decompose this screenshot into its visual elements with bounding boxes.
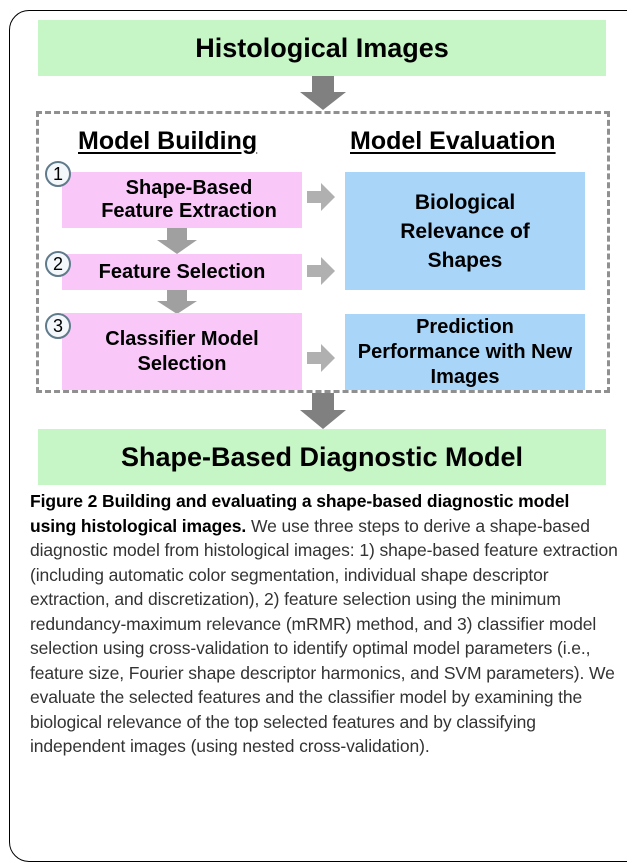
- model-evaluation-heading: Model Evaluation: [350, 127, 556, 155]
- caption-title: Figure 2 Building and evaluating a shape…: [30, 491, 570, 536]
- biological-relevance-box: Biological Relevance of Shapes: [345, 172, 585, 290]
- step-2-box: Feature Selection: [62, 254, 302, 290]
- diagnostic-model-label: Shape-Based Diagnostic Model: [120, 441, 524, 472]
- biological-relevance-label: Biological Relevance of Shapes: [400, 190, 530, 272]
- step-1-number-icon: 1: [45, 161, 71, 187]
- model-building-heading: Model Building: [78, 127, 258, 155]
- step-1-label: Shape-Based Feature Extraction: [101, 177, 277, 222]
- down-arrow-top: [300, 76, 346, 110]
- prediction-performance-box: Prediction Performance with New Images: [345, 314, 585, 390]
- model-dashed-region: [36, 111, 610, 393]
- step-2-label: Feature Selection: [98, 260, 266, 283]
- diagnostic-model-box: Shape-Based Diagnostic Model: [38, 429, 606, 485]
- figure-caption: Figure 2 Building and evaluating a shape…: [30, 489, 620, 759]
- step-3-label: Classifier Model Selection: [105, 327, 259, 375]
- right-arrow-step2: [307, 257, 335, 285]
- right-arrow-step3: [307, 344, 335, 372]
- histological-images-box: Histological Images: [38, 20, 606, 76]
- caption-body: We use three steps to derive a shape-bas…: [30, 515, 618, 757]
- down-arrow-step2-step3: [157, 290, 197, 314]
- down-arrow-bottom: [300, 393, 346, 429]
- step-2-number-icon: 2: [45, 251, 71, 277]
- down-arrow-step1-step2: [157, 228, 197, 254]
- right-arrow-step1: [307, 183, 335, 211]
- step-3-number-icon: 3: [45, 313, 71, 339]
- histological-images-label: Histological Images: [195, 32, 449, 63]
- prediction-performance-label: Prediction Performance with New Images: [357, 315, 573, 388]
- step-3-box: Classifier Model Selection: [62, 313, 302, 390]
- step-1-box: Shape-Based Feature Extraction: [62, 172, 302, 228]
